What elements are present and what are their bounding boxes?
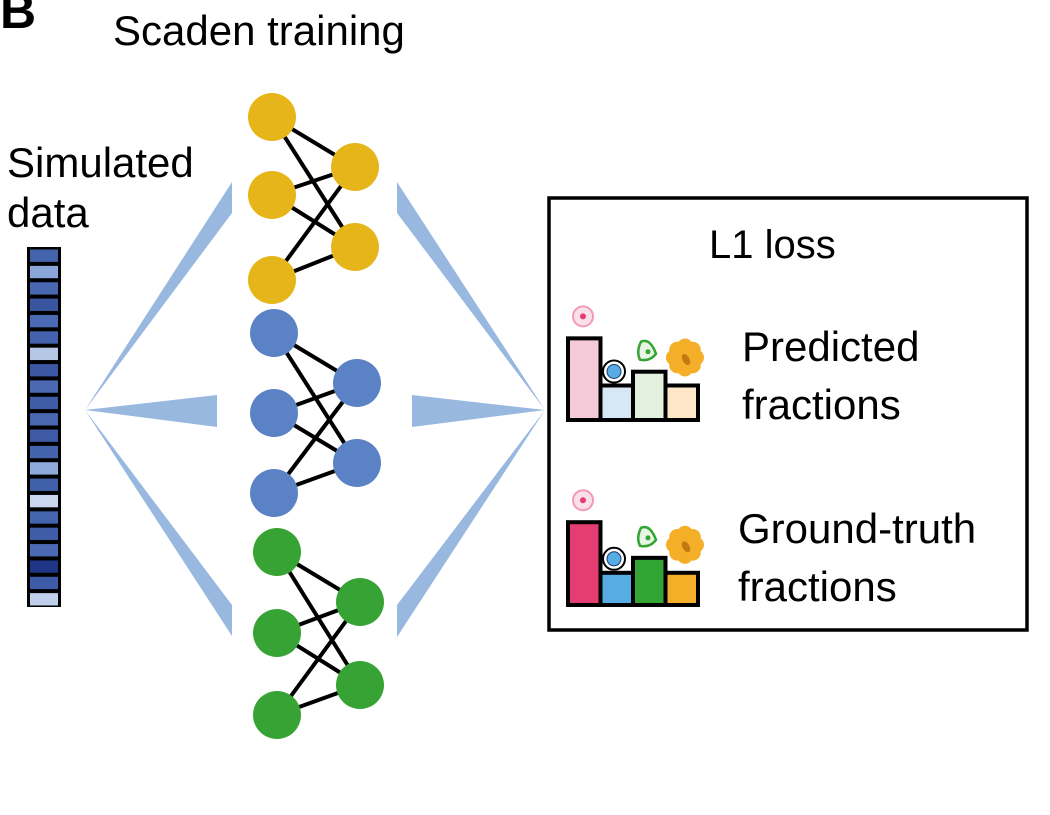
network-node [250, 309, 298, 357]
network-node [336, 578, 384, 626]
vector-cell [30, 298, 58, 311]
vector-cell [30, 429, 58, 442]
fan-right-middle [412, 395, 545, 427]
vector-cell [30, 364, 58, 377]
fraction-bar [663, 570, 700, 607]
cell-icon-1 [572, 305, 594, 328]
ground-truth-label-line1: Ground-truth [738, 505, 977, 552]
neural-networks [248, 93, 384, 739]
cell-icon-1 [572, 489, 594, 512]
fan-left-bottom [85, 410, 232, 636]
vector-cell [30, 494, 58, 508]
fraction-bar [631, 555, 668, 607]
vector-cell [30, 265, 58, 279]
vector-cell [30, 314, 58, 328]
vector-cell [30, 380, 58, 393]
fan-right-bottom [397, 410, 545, 637]
cell-icon-2 [602, 359, 626, 384]
network-yellow [248, 93, 379, 304]
figure-title: Scaden training [113, 7, 405, 54]
vector-cell [30, 331, 58, 344]
vector-cell [30, 593, 58, 606]
predicted-label: Predicted fractions [742, 318, 919, 434]
input-label-line1: Simulated [7, 139, 194, 186]
cell-icon-4 [666, 338, 704, 377]
input-label-line2: data [7, 189, 89, 236]
loss-title: L1 loss [709, 223, 836, 267]
fraction-bar [566, 336, 603, 423]
cell-icon-2 [602, 546, 626, 571]
vector-cell [30, 249, 58, 262]
vector-cell [30, 511, 58, 524]
input-label: Simulated data [7, 138, 194, 238]
fan-left-middle [85, 395, 217, 427]
network-green [253, 528, 384, 739]
input-fan-arrows [85, 182, 232, 636]
network-node [253, 528, 301, 576]
vector-cell [30, 527, 58, 541]
predicted-label-line1: Predicted [742, 323, 920, 370]
vector-cell [30, 413, 58, 426]
vector-cell [30, 347, 58, 361]
network-node [250, 389, 298, 437]
vector-cell [30, 478, 58, 491]
fraction-bar [631, 369, 668, 423]
panel-letter: B [0, 0, 37, 39]
network-node [331, 223, 379, 271]
network-node [253, 691, 301, 739]
vector-cell [30, 396, 58, 410]
network-node [331, 143, 379, 191]
network-node [333, 439, 381, 487]
network-node [248, 256, 296, 304]
vector-cell [30, 576, 58, 590]
loss-box [547, 196, 1029, 632]
fraction-bar [566, 520, 603, 608]
network-node [248, 93, 296, 141]
predicted-fractions-chart [566, 305, 704, 423]
cell-icon-3 [637, 339, 658, 362]
cell-icon-4 [666, 525, 704, 564]
vector-cell [30, 282, 58, 295]
network-blue [250, 309, 381, 517]
ground-truth-label: Ground-truth fractions [738, 500, 976, 616]
cell-icon-3 [637, 525, 658, 548]
simulated-data-vector [27, 247, 61, 607]
fraction-bar [598, 383, 635, 422]
network-node [336, 661, 384, 709]
fraction-bar [598, 570, 635, 607]
ground-truth-label-line2: fractions [738, 563, 897, 610]
vector-cell [30, 462, 58, 475]
vector-cell [30, 544, 58, 557]
network-node [253, 609, 301, 657]
fan-left-top [85, 182, 232, 410]
output-fan-arrows [397, 182, 545, 637]
network-node [250, 469, 298, 517]
predicted-label-line2: fractions [742, 381, 901, 428]
vector-cell [30, 560, 58, 573]
network-node [333, 359, 381, 407]
fan-right-top [397, 182, 545, 410]
network-node [248, 171, 296, 219]
ground-truth-fractions-chart [566, 489, 704, 608]
fraction-bar [663, 383, 700, 422]
vector-cell [30, 445, 58, 459]
